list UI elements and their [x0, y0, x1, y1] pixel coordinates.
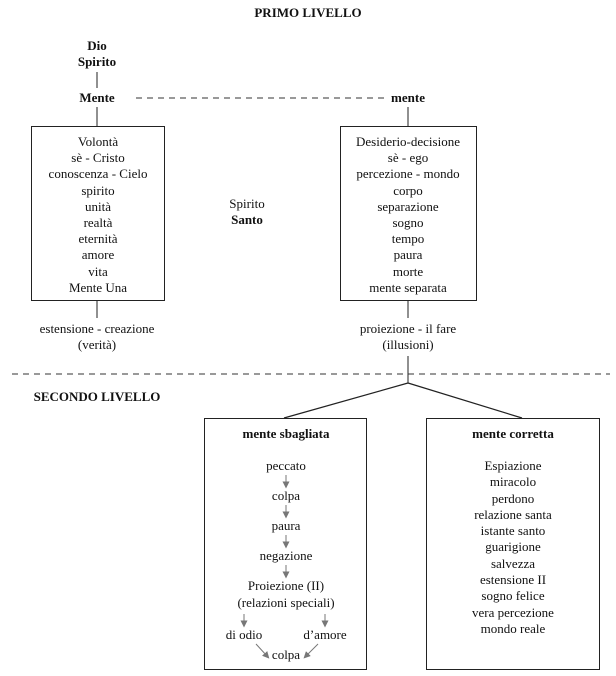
right-mind-item: miracolo — [489, 474, 537, 490]
label-extension: estensione - creazione — [39, 321, 155, 336]
right-mind-item: guarigione — [485, 539, 541, 555]
right-mind-item: Espiazione — [484, 458, 542, 473]
wrong-love: d’amore — [303, 627, 347, 642]
right-mind-box — [426, 418, 600, 670]
right-mind-item: salvezza — [490, 555, 536, 571]
one-mind-item: spirito — [81, 182, 115, 198]
separated-mind-list: Desiderio-decisione sè - ego percezione … — [356, 134, 460, 296]
one-mind-item: conoscenza - Cielo — [48, 166, 148, 182]
right-mind-item: perdono — [491, 490, 535, 506]
one-mind-item: vita — [88, 263, 108, 279]
wrong-step-colpa: colpa — [271, 488, 301, 503]
label-truth: (verità) — [77, 337, 117, 352]
wrong-final-guilt: colpa — [271, 647, 301, 662]
right-mind-item: estensione II — [479, 572, 547, 588]
label-illusions: (illusioni) — [382, 337, 434, 352]
one-mind-item: sè - Cristo — [71, 150, 125, 166]
right-mind-item: mondo reale — [480, 620, 546, 636]
separated-mind-box — [340, 126, 477, 301]
one-mind-item: unità — [85, 198, 111, 214]
one-mind-item: eternità — [78, 231, 118, 247]
label-mente-upper: Mente — [79, 90, 115, 105]
right-mind-list: Espiazione miracolo perdono relazione sa… — [472, 458, 554, 637]
separated-mind-item: paura — [393, 247, 423, 263]
arrow-amore-colpa — [303, 643, 319, 659]
one-mind-item: Volontà — [77, 134, 119, 149]
wrong-projection: Proiezione (II) — [247, 578, 325, 593]
label-dio: Dio — [87, 38, 107, 53]
right-mind-item: relazione santa — [474, 506, 552, 522]
wrong-step-peccato: peccato — [266, 458, 306, 473]
level1-title: PRIMO LIVELLO — [254, 5, 362, 20]
separated-mind-item: Desiderio-decisione — [356, 134, 460, 149]
right-mind-title: mente corretta — [472, 426, 554, 441]
one-mind-box — [31, 126, 165, 301]
separated-mind-item: mente separata — [369, 279, 447, 295]
separated-mind-item: sè - ego — [387, 150, 429, 166]
level2-title: SECONDO LIVELLO — [33, 389, 161, 404]
right-mind-item: sogno felice — [481, 588, 545, 604]
label-spirito: Spirito — [77, 54, 117, 69]
separated-mind-item: corpo — [393, 182, 423, 198]
one-mind-item: realtà — [83, 215, 113, 231]
wrong-step-paura: paura — [271, 518, 301, 533]
split-line-left — [283, 382, 409, 419]
one-mind-list: Volontà sè - Cristo conoscenza - Cielo s… — [49, 134, 148, 296]
label-projection: proiezione - il fare — [359, 321, 457, 336]
right-mind-item: istante santo — [480, 523, 546, 539]
split-line-right — [407, 382, 523, 419]
wrong-step-negazione: negazione — [259, 548, 313, 563]
separated-mind-item: sogno — [392, 215, 424, 231]
separated-mind-item: morte — [392, 263, 424, 279]
label-santo: Santo — [231, 212, 263, 227]
label-spirito-center: Spirito — [229, 196, 265, 211]
wrong-mind-box — [204, 418, 367, 670]
arrow-odio-colpa — [255, 643, 270, 659]
wrong-special-relations: (relazioni speciali) — [237, 595, 335, 610]
label-mente-lower: mente — [391, 90, 425, 105]
separated-mind-item: tempo — [391, 231, 425, 247]
wrong-hate: di odio — [225, 627, 263, 642]
right-mind-item: vera percezione — [472, 604, 554, 620]
separated-mind-item: percezione - mondo — [356, 166, 460, 182]
one-mind-item: Mente Una — [68, 279, 128, 295]
one-mind-item: amore — [81, 247, 115, 263]
separated-mind-item: separazione — [377, 198, 439, 214]
wrong-mind-title: mente sbagliata — [242, 426, 330, 441]
